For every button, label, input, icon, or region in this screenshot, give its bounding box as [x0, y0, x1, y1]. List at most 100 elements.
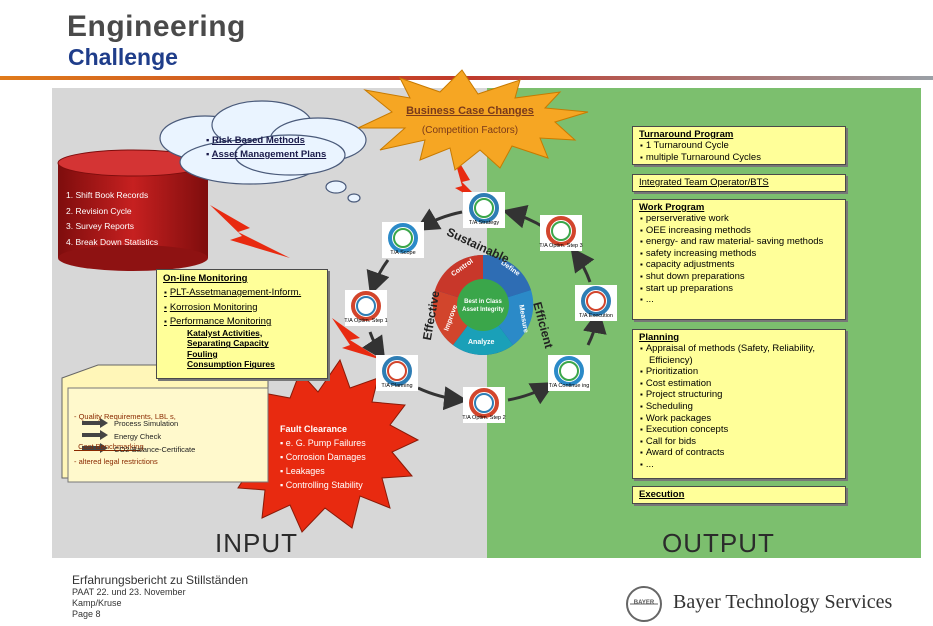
cycle-node-strategy[interactable]: T/A Strategy: [463, 192, 505, 228]
folder-arrow-item: Energy Check: [114, 431, 162, 441]
planning-item: Cost estimation: [646, 378, 839, 390]
database-item: 3. Survey Reports: [66, 221, 135, 231]
online-monitoring-box: On-line Monitoring PLT-Assetmanagement-I…: [156, 269, 328, 379]
cloud-item: ▪ Asset Management Plans: [206, 149, 327, 160]
folder-arrow-item: Process Simulation: [114, 419, 179, 428]
cycle-node-execution[interactable]: T/A Execution: [575, 285, 617, 321]
online-monitoring-subitem: Katalyst Activities,: [187, 327, 263, 338]
planning-item: Scheduling: [646, 401, 839, 413]
wheel-center-line1: Best in Class: [464, 299, 502, 305]
output-label: OUTPUT: [662, 528, 775, 558]
business-case-subtitle: (Competition Factors): [421, 125, 519, 136]
planning-title: Planning: [639, 332, 680, 343]
planning-item: Execution concepts: [646, 424, 839, 436]
turnaround-program-box: Turnaround Program 1 Turnaround Cycle mu…: [632, 126, 846, 165]
arc-word-right: Efficient: [530, 300, 556, 349]
cloud-list: ▪ Risk Based Methods ▪ Asset Management …: [206, 134, 326, 162]
planning-item: Prioritization: [646, 366, 839, 378]
fault-text: Fault Clearance ▪ e. G. Pump Failures ▪ …: [280, 422, 366, 492]
folder-arrow-item: CO2-Balance-Certificate: [114, 444, 196, 454]
online-monitoring-subitem: Consumption Figures: [187, 359, 275, 370]
folder-line: - Quality Requirements, LBL s,: [74, 412, 176, 421]
work-program-item: energy- and raw material- saving methods: [646, 236, 839, 248]
footer-line1: Erfahrungsbericht zu Stillständen: [72, 573, 249, 587]
planning-box: Planning Appraisal of methods (Safety, R…: [632, 329, 846, 479]
work-program-item: ...: [646, 294, 839, 306]
integrated-team-box: Integrated Team Operator/BTS: [632, 174, 846, 192]
wheel-center-line2: Asset Integrity: [462, 307, 504, 313]
turnaround-program-title: Turnaround Program: [639, 129, 734, 140]
cycle-node-step1[interactable]: T/A Optim. Step 1: [344, 290, 388, 326]
work-program-item: capacity adjustments: [646, 259, 839, 271]
planning-item: Award of contracts: [646, 447, 839, 459]
folder-text: - Quality Requirements, LBL s, Cost Benc…: [74, 392, 176, 462]
work-program-item: start up preparations: [646, 283, 839, 295]
execution-box: Execution: [632, 486, 846, 504]
work-program-item: perserverative work: [646, 213, 839, 225]
fault-clearance-burst: [226, 358, 420, 533]
cycle-node-planning[interactable]: T/A Planning: [376, 355, 418, 391]
planning-item: Appraisal of methods (Safety, Reliabilit…: [646, 343, 839, 366]
database-list: 1. Shift Book Records 2. Revision Cycle …: [66, 188, 158, 250]
database-item: 1. Shift Book Records: [66, 190, 149, 200]
fault-title: Fault Clearance: [280, 424, 348, 434]
planning-item: Work packages: [646, 413, 839, 425]
online-monitoring-item: Performance Monitoring: [170, 316, 321, 328]
planning-item: Call for bids: [646, 436, 839, 448]
online-monitoring-item: PLT-Assetmanagement-Inform.: [170, 287, 321, 299]
fault-item: ▪ e. G. Pump Failures: [280, 438, 366, 448]
cycle-node-label: T/A Planning: [381, 383, 412, 389]
cloud-item: ▪ Risk Based Methods: [206, 135, 305, 146]
dmaic-wheel: [432, 254, 534, 355]
work-program-item: safety increasing methods: [646, 248, 839, 260]
folder-line: Cost Benchmarking: [74, 442, 144, 451]
folder-arrow-list: Process Simulation Energy Check CO2-Bala…: [114, 418, 195, 456]
fault-item: ▪ Corrosion Damages: [280, 452, 366, 462]
database-item: 4. Break Down Statistics: [66, 236, 159, 247]
cycle-node-label: T/A Execution: [579, 313, 613, 319]
online-monitoring-subitem: Separating Capacity: [187, 338, 269, 349]
database-item: 2. Revision Cycle: [66, 205, 132, 216]
output-panel: [487, 88, 921, 558]
cycle-node-label: T/A Scope: [390, 250, 415, 256]
folder-arrows: [82, 418, 108, 453]
page-title: Engineering: [67, 10, 246, 43]
work-program-box: Work Program perserverative work OEE inc…: [632, 199, 846, 320]
cycle-node-step3[interactable]: T/A Optim. Step 3: [539, 215, 583, 251]
thought-cloud: [159, 100, 367, 203]
online-monitoring-title: On-line Monitoring: [163, 273, 248, 284]
work-program-title: Work Program: [639, 202, 705, 213]
database-cylinder: [57, 149, 209, 271]
planning-item: ...: [646, 459, 839, 471]
online-monitoring-item: Korrosion Monitoring: [170, 302, 321, 314]
cycle-node-step2[interactable]: T/A Optim. Step 2: [462, 387, 506, 423]
work-program-item: shut down preparations: [646, 271, 839, 283]
brand-name: Bayer Technology Services: [673, 591, 893, 613]
turnaround-item: multiple Turnaround Cycles: [646, 152, 839, 164]
footer-line4: Page 8: [72, 609, 101, 619]
cycle-node-label: T/A Optim. Step 3: [539, 243, 582, 249]
wheel-segment-measure: Measure: [517, 304, 529, 333]
work-program-item: OEE increasing methods: [646, 225, 839, 237]
footer-line2: PAAT 22. und 23. November: [72, 587, 186, 597]
cycle-node-label: T/A Continue ing: [549, 383, 590, 389]
business-case-title: Business Case Changes: [406, 105, 534, 117]
folder-shape: [61, 364, 269, 483]
wheel-segment-analyze: Analyze: [468, 339, 495, 346]
folder-last: - altered legal restrictions: [74, 457, 158, 466]
cycle-node-scope[interactable]: T/A Scope: [382, 222, 424, 258]
page-subtitle: Challenge: [68, 44, 178, 70]
cycle-node-label: T/A Optim. Step 1: [344, 318, 387, 324]
lightning-bolt-online: [332, 318, 382, 360]
bayer-logo-text: BAYER: [633, 600, 655, 606]
fault-item: ▪ Controlling Stability: [280, 480, 363, 490]
online-monitoring-subitem: Fouling: [187, 348, 218, 359]
planning-item: Project structuring: [646, 389, 839, 401]
business-case-burst: [357, 69, 589, 171]
footer-line3: Kamp/Kruse: [72, 598, 122, 608]
cycle-node-label: T/A Strategy: [469, 220, 500, 226]
fault-item: ▪ Leakages: [280, 466, 325, 476]
cycle-node-continue[interactable]: T/A Continue ing: [548, 355, 590, 391]
input-label: INPUT: [215, 528, 298, 558]
